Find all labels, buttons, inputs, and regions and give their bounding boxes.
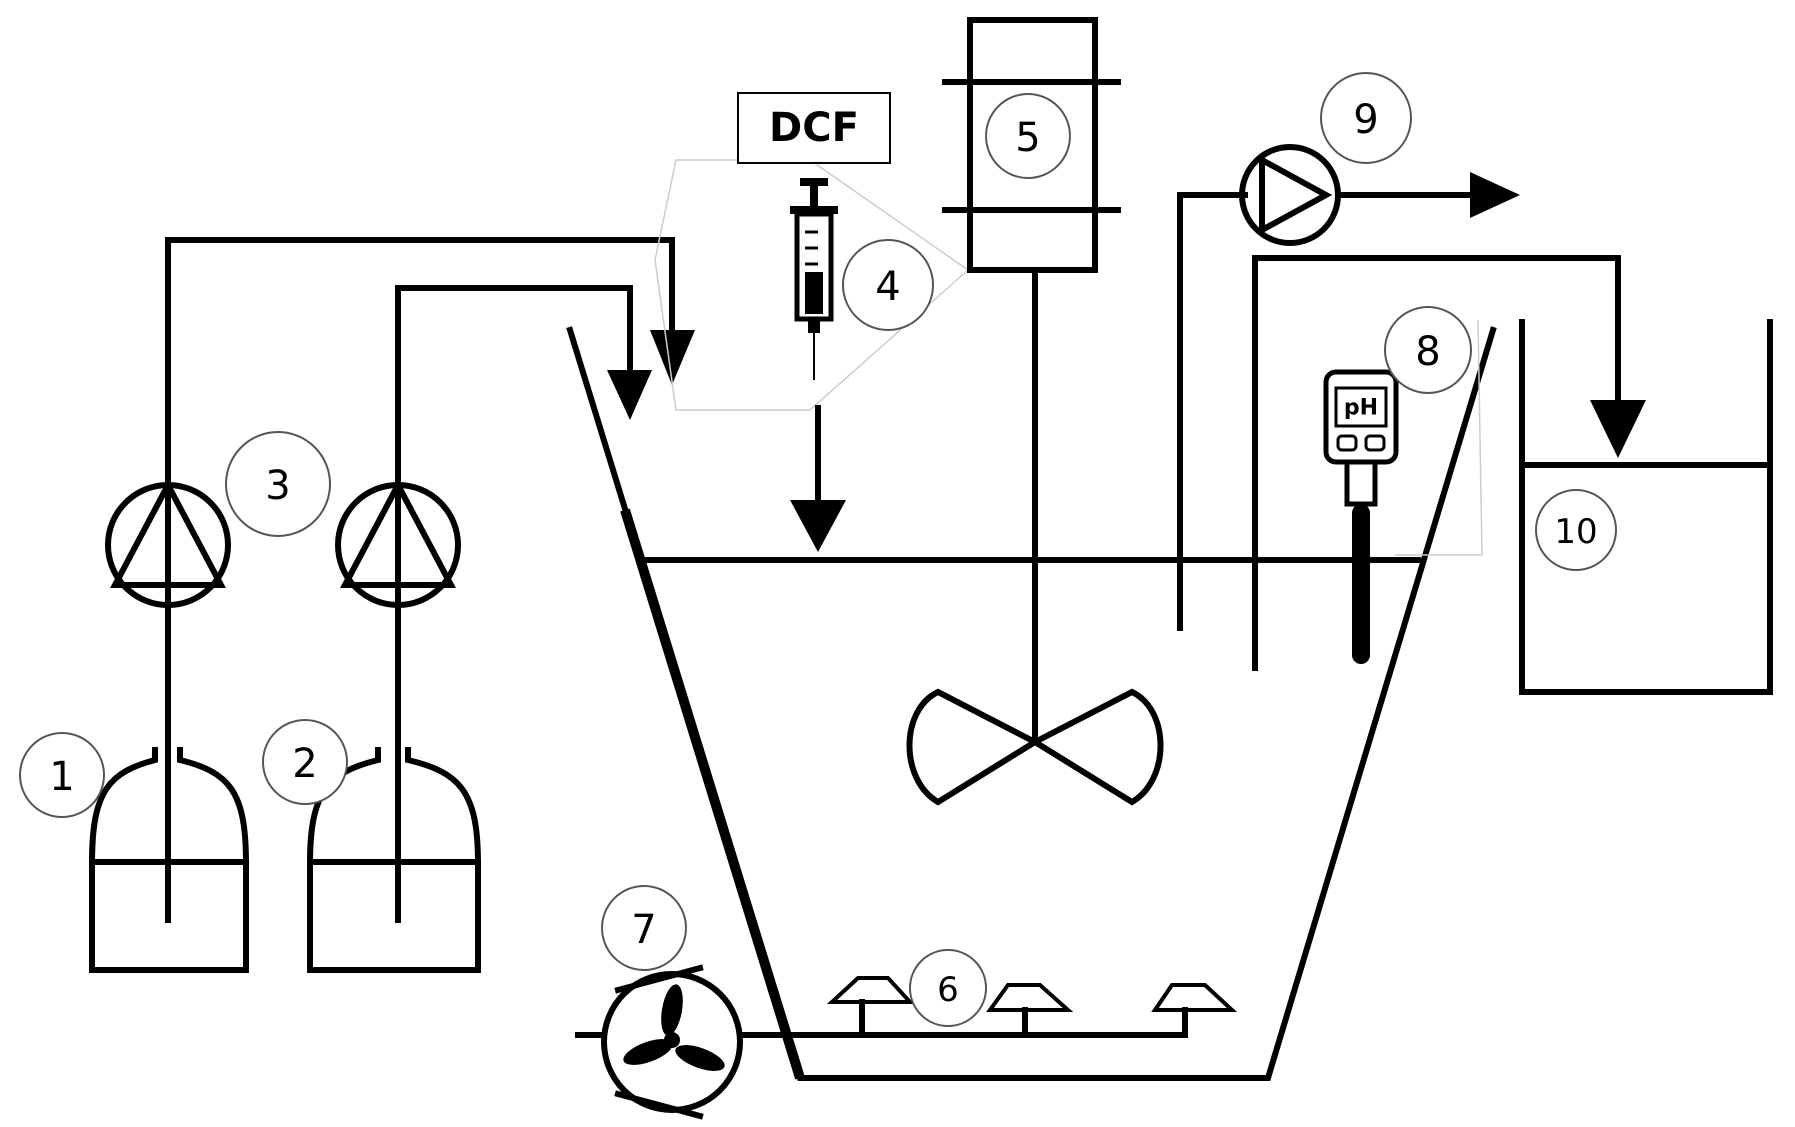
svg-text:7: 7 bbox=[631, 907, 656, 953]
feed-pump-2 bbox=[335, 478, 461, 608]
label-3: 3 bbox=[225, 431, 331, 537]
fan-icon bbox=[623, 984, 725, 1071]
outlet-line bbox=[1177, 144, 1520, 631]
feed-tank-1 bbox=[88, 237, 250, 973]
svg-text:8: 8 bbox=[1415, 329, 1440, 375]
label-4: 4 bbox=[842, 239, 934, 331]
impeller-icon bbox=[906, 688, 1164, 806]
syringe-icon bbox=[790, 178, 838, 380]
label-9: 9 bbox=[1320, 72, 1412, 164]
effluent-tank bbox=[1519, 319, 1773, 695]
label-1: 1 bbox=[19, 732, 105, 818]
dcf-box bbox=[737, 92, 891, 164]
feed-lines bbox=[165, 237, 695, 420]
label-2: 2 bbox=[262, 719, 348, 805]
svg-text:10: 10 bbox=[1554, 512, 1597, 552]
svg-text:4: 4 bbox=[875, 264, 900, 310]
blower bbox=[575, 964, 1188, 1120]
label-8: 8 bbox=[1384, 306, 1472, 394]
svg-text:6: 6 bbox=[937, 970, 959, 1010]
svg-text:5: 5 bbox=[1015, 115, 1040, 161]
ph-meter: pH bbox=[1323, 319, 1483, 664]
svg-text:3: 3 bbox=[265, 463, 290, 509]
label-5: 5 bbox=[985, 93, 1071, 179]
dcf-dosing: DCF bbox=[654, 92, 970, 552]
stirrer-motor bbox=[942, 17, 1121, 745]
feed-tank-2 bbox=[306, 285, 482, 973]
ph-label: pH bbox=[1344, 396, 1378, 421]
overflow-line bbox=[1252, 255, 1646, 671]
label-6: 6 bbox=[909, 949, 987, 1027]
svg-text:2: 2 bbox=[292, 741, 317, 787]
svg-text:9: 9 bbox=[1353, 97, 1378, 143]
feed-pump-1 bbox=[105, 478, 231, 608]
dcf-label: DCF bbox=[769, 105, 859, 151]
label-10: 10 bbox=[1535, 489, 1617, 571]
label-7: 7 bbox=[601, 885, 687, 971]
air-diffusers bbox=[826, 976, 1238, 1038]
svg-text:1: 1 bbox=[49, 754, 74, 800]
